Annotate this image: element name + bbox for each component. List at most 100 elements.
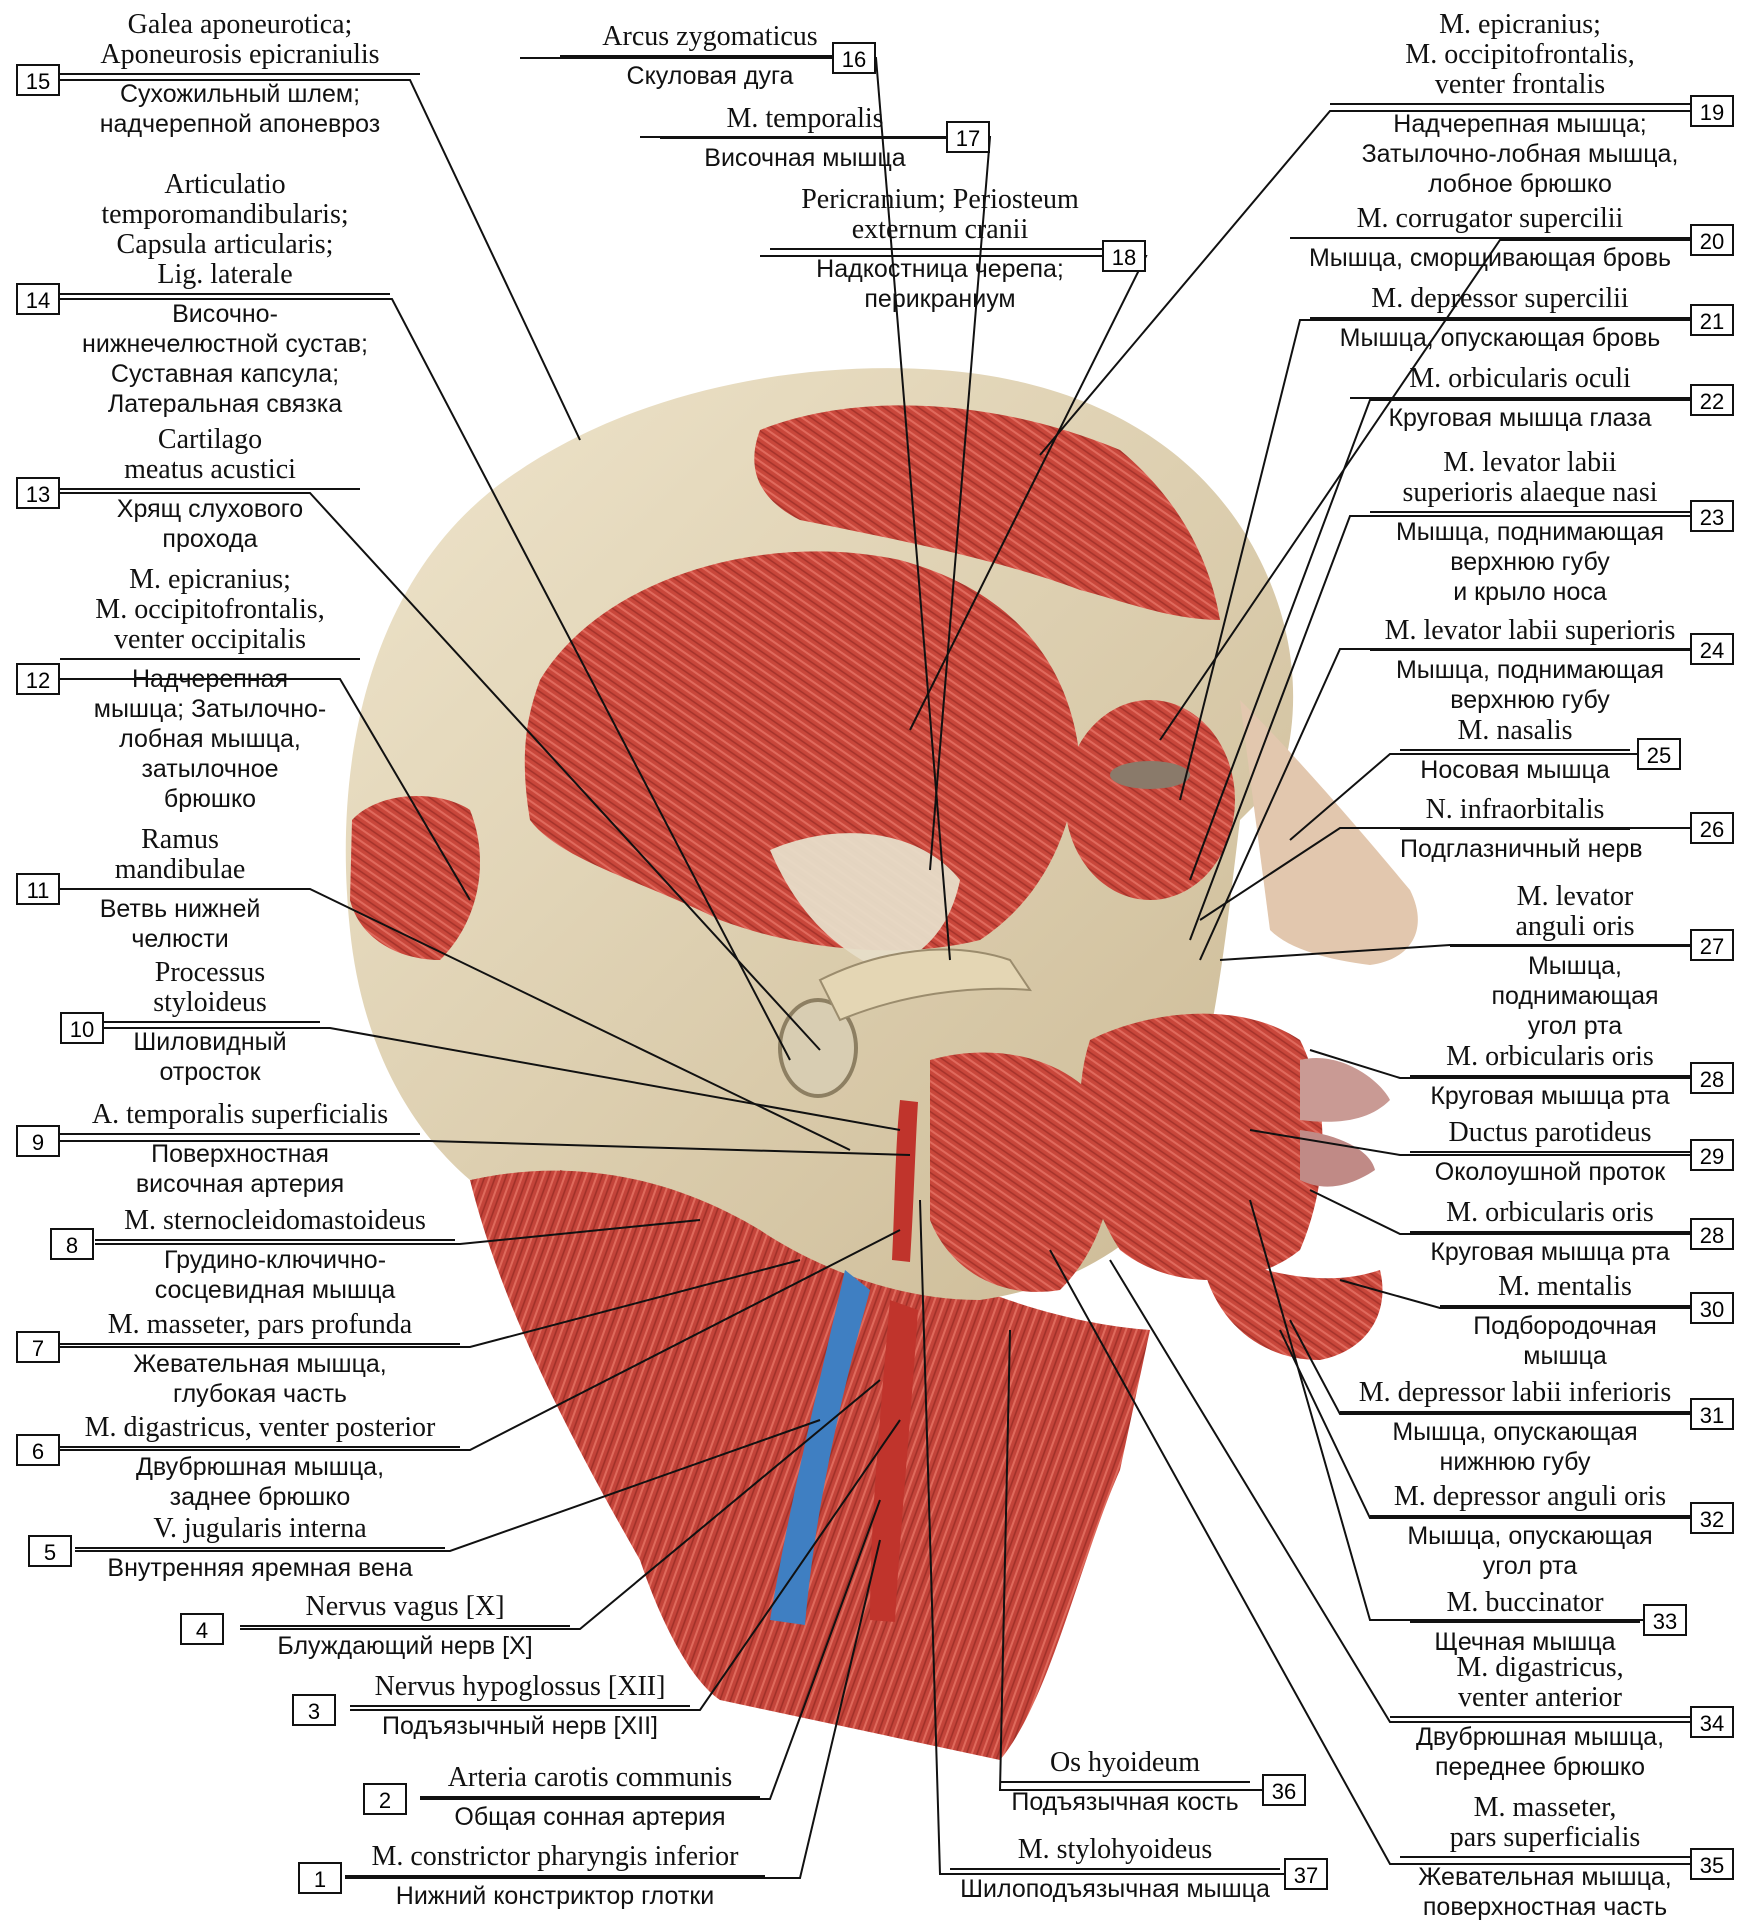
- russian-line: мышца: [1523, 1342, 1607, 1370]
- russian-name: Надчерепная мышца;Затылочно-лобная мышца…: [1330, 109, 1710, 199]
- russian-line: и крыло носа: [1453, 578, 1607, 606]
- russian-line: затылочное: [141, 755, 279, 783]
- latin-line: temporomandibularis;: [101, 199, 349, 230]
- latin-line: anguli oris: [1515, 911, 1635, 942]
- russian-line: лобная мышца,: [119, 725, 301, 753]
- russian-line: Мышца, сморщивающая бровь: [1308, 244, 1672, 272]
- label-divider: [1340, 1411, 1690, 1413]
- label-divider: [95, 1239, 455, 1241]
- latin-line: M. depressor labii inferioris: [1358, 1377, 1672, 1408]
- russian-line: Подбородочная: [1473, 1312, 1657, 1340]
- frontal-muscle: [754, 405, 1220, 620]
- latin-line: Arcus zygomaticus: [602, 21, 818, 52]
- russian-name: Подъязычный нерв [XII]: [350, 1711, 690, 1741]
- label-number-box: 23: [1690, 500, 1734, 532]
- russian-line: перикраниум: [864, 285, 1016, 313]
- label-divider: [1410, 1075, 1690, 1077]
- russian-name: Общая сонная артерия: [420, 1802, 760, 1832]
- label-number-box: 18: [1102, 240, 1146, 272]
- latin-name: M. orbicularis oris: [1410, 1042, 1690, 1072]
- russian-line: Мышца, опускающая: [1392, 1418, 1638, 1446]
- leader-line-30: [1339, 1279, 1690, 1309]
- label-divider: [1370, 1515, 1690, 1517]
- label-divider: [75, 1547, 445, 1549]
- latin-line: Nervus hypoglossus [XII]: [374, 1671, 666, 1702]
- russian-line: Общая сонная артерия: [454, 1803, 726, 1831]
- russian-line: Носовая мышца: [1420, 756, 1610, 784]
- latin-line: M. constrictor pharyngis inferior: [371, 1841, 739, 1872]
- latin-line: M. digastricus, venter posterior: [84, 1412, 436, 1443]
- leader-line-10: [100, 1027, 901, 1131]
- masseter: [930, 1052, 1113, 1292]
- latin-line: venter occipitalis: [113, 624, 307, 655]
- label-number-box: 27: [1690, 929, 1734, 961]
- latin-line: M. masseter,: [1473, 1792, 1617, 1823]
- russian-name: Круговая мышца рта: [1410, 1237, 1690, 1267]
- label-number-box: 2: [363, 1783, 407, 1815]
- russian-line: Блуждающий нерв [X]: [277, 1632, 533, 1660]
- label-number-box: 4: [180, 1613, 224, 1645]
- russian-line: брюшко: [163, 785, 257, 813]
- russian-line: Мышца, опускающая: [1407, 1522, 1653, 1550]
- russian-line: прохода: [162, 525, 258, 553]
- label-divider: [1410, 1151, 1690, 1153]
- label-divider: [1410, 1621, 1640, 1623]
- leader-line-35: [1049, 1249, 1690, 1865]
- latin-name: M. stylohyoideus: [950, 1835, 1280, 1865]
- latin-name: M. mentalis: [1440, 1272, 1690, 1302]
- label-divider: [770, 248, 1110, 250]
- latin-name: Galea aponeurotica;Aponeurosis epicraniu…: [60, 10, 420, 70]
- latin-line: V. jugularis interna: [153, 1513, 367, 1544]
- orbicularis-oculi: [1065, 700, 1235, 900]
- russian-name: Грудино-ключично-сосцевидная мышца: [95, 1245, 455, 1305]
- latin-name: M. epicranius;M. occipitofrontalis,vente…: [1330, 10, 1710, 100]
- latin-line: venter frontalis: [1434, 69, 1606, 100]
- latin-name: N. infraorbitalis: [1400, 795, 1630, 825]
- latin-name: Arteria carotis communis: [420, 1763, 760, 1793]
- latin-line: M. orbicularis oris: [1446, 1041, 1654, 1072]
- russian-line: мышца; Затылочно-: [93, 695, 327, 723]
- russian-line: глубокая часть: [173, 1380, 347, 1408]
- jugular-vein: [770, 1270, 870, 1625]
- leader-line-28: [1309, 1049, 1690, 1079]
- latin-name: Nervus hypoglossus [XII]: [350, 1672, 690, 1702]
- russian-name: Височная мышца: [660, 143, 950, 173]
- label-divider: [950, 1868, 1280, 1870]
- latin-name: Arcus zygomaticus: [560, 22, 860, 52]
- label-divider: [560, 55, 860, 57]
- russian-line: верхнюю губу: [1450, 548, 1610, 576]
- label-number-box: 20: [1690, 224, 1734, 256]
- label-divider: [1370, 649, 1690, 651]
- russian-name: Мышца, сморщивающая бровь: [1290, 243, 1690, 273]
- temporal-artery: [892, 1100, 918, 1262]
- label-divider: [350, 1705, 690, 1707]
- zygomatic-arch: [818, 948, 1032, 1022]
- russian-line: Надкостница черепа;: [816, 255, 1064, 283]
- leader-line-28: [1309, 1189, 1690, 1235]
- label-number-box: 28: [1690, 1062, 1734, 1094]
- label-divider: [60, 73, 420, 75]
- latin-name: M. depressor labii inferioris: [1340, 1378, 1690, 1408]
- russian-line: поднимающая: [1491, 982, 1659, 1010]
- label-number-box: 34: [1690, 1706, 1734, 1738]
- label-divider: [1400, 749, 1630, 751]
- latin-line: Nervus vagus [X]: [305, 1591, 505, 1622]
- leader-line-31: [1289, 1319, 1690, 1415]
